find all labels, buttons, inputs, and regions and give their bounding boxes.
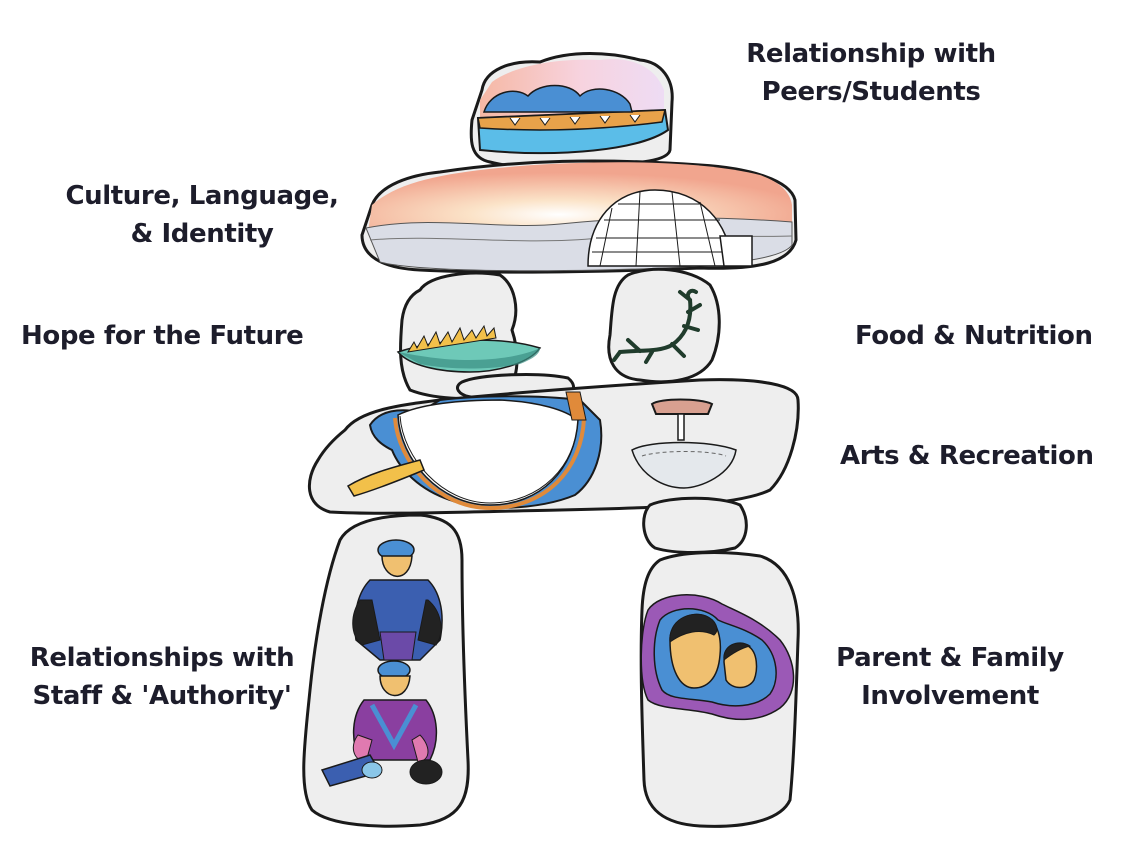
seated-person-icon [320, 660, 443, 787]
label-staff-line2: Staff & 'Authority' [32, 681, 292, 711]
caribou-antler-icon [612, 288, 702, 364]
label-culture: Culture, Language, & Identity [54, 177, 350, 253]
family-stone [639, 551, 800, 828]
label-arts: Arts & Recreation [840, 437, 1094, 475]
arts-stone [307, 378, 800, 515]
ulu-knife-icon [631, 398, 737, 489]
amauti-coat-icon [346, 391, 603, 511]
label-family: Parent & Family Involvement [830, 639, 1070, 715]
igloo-icon [587, 189, 753, 267]
culture-stone [360, 159, 798, 274]
flame-qulliq-icon [396, 324, 542, 373]
kayak-icon [476, 84, 670, 155]
label-staff-line1: Relationships with [29, 643, 295, 673]
label-culture-line1: Culture, Language, [65, 181, 339, 211]
staff-stone [302, 513, 470, 828]
top-stone [469, 52, 674, 169]
label-food-line1: Food & Nutrition [855, 321, 1093, 351]
label-arts-line1: Arts & Recreation [840, 441, 1094, 471]
food-stone [607, 267, 721, 384]
label-family-line1: Parent & Family [836, 643, 1064, 673]
label-hope: Hope for the Future [21, 317, 304, 355]
label-hope-line1: Hope for the Future [21, 321, 304, 351]
label-peers: Relationship with Peers/Students [736, 35, 1006, 111]
family-faces-icon [640, 594, 795, 721]
label-family-line2: Involvement [861, 681, 1039, 711]
connector-stone-lower [642, 496, 748, 554]
label-food: Food & Nutrition [855, 317, 1093, 355]
label-culture-line2: & Identity [130, 219, 274, 249]
label-peers-line2: Peers/Students [761, 77, 981, 107]
label-peers-line1: Relationship with [746, 39, 996, 69]
label-staff: Relationships with Staff & 'Authority' [22, 639, 302, 715]
hope-stone [396, 271, 542, 401]
seated-person-icon [352, 539, 443, 661]
